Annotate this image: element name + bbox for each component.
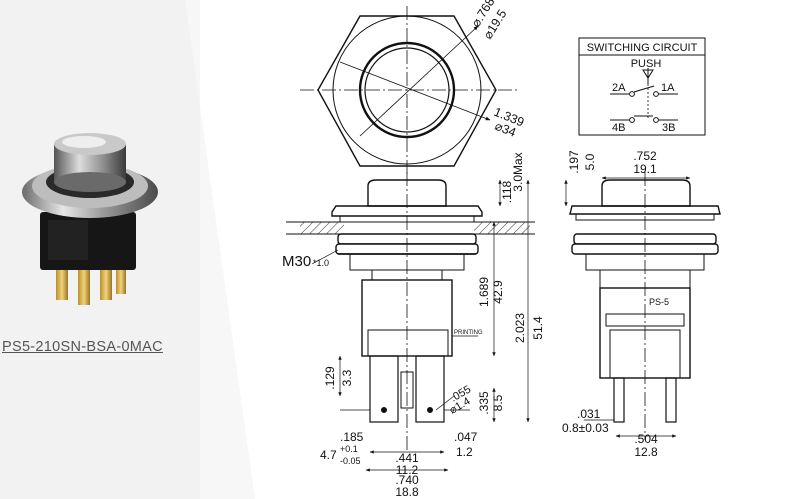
side-view <box>564 172 721 440</box>
dim-50: 5.0 <box>583 153 597 170</box>
dim-33: 3.3 <box>340 369 354 386</box>
button-shape <box>367 179 447 207</box>
dim-740: .740 <box>395 473 419 487</box>
ps5-label: PS-5 <box>649 297 669 307</box>
dim-752: .752 <box>633 149 657 163</box>
thread-label: M30 <box>282 253 311 270</box>
dim-441: .441 <box>395 451 419 465</box>
dim-08: 0.8±0.03 <box>562 421 609 435</box>
dim-514: 51.4 <box>531 316 545 340</box>
front-view <box>286 172 535 472</box>
dim-129: .129 <box>323 366 337 390</box>
panel-hatch-left <box>300 222 344 234</box>
dim-047: .047 <box>454 430 478 444</box>
dim-188: 18.8 <box>395 485 419 499</box>
dim-191: 19.1 <box>633 162 657 176</box>
part-number-link[interactable]: PS5-210SN-BSA-0MAC <box>2 339 163 355</box>
dim-2023: 2.023 <box>513 313 527 343</box>
switching-circuit-box <box>578 37 706 136</box>
dim-031: .031 <box>577 407 601 421</box>
dim-47: 4.7 <box>320 448 337 462</box>
terminal-2a: 2A <box>612 82 626 94</box>
dim-112: 11.2 <box>396 463 419 477</box>
dim-3max: 3.0Max <box>511 152 525 191</box>
circuit-action: PUSH <box>631 58 662 70</box>
dim-118: .118 <box>500 180 514 203</box>
terminal-1a: 1A <box>661 82 675 94</box>
terminal-4b: 4B <box>612 122 625 134</box>
dim-335: .335 <box>477 391 491 415</box>
dim-47-tol-minus: -0.05 <box>340 456 361 466</box>
dim-1689: 1.689 <box>477 277 491 307</box>
panel-hatch-right <box>474 222 530 234</box>
dim-12: 1.2 <box>456 445 473 459</box>
dim-47-tol-plus: +0.1 <box>340 444 358 454</box>
outer-diameter-leader <box>339 61 491 121</box>
dim-185: .185 <box>340 430 364 444</box>
dim-197: .197 <box>567 150 581 174</box>
dim-85: 8.5 <box>491 394 505 411</box>
background-wedge <box>185 0 255 499</box>
product-photo <box>22 133 158 305</box>
dim-429: 42.9 <box>491 280 505 304</box>
bezel-shape <box>331 205 483 217</box>
dim-128: 12.8 <box>634 445 658 459</box>
printing-label: PRINTING <box>454 330 483 336</box>
terminal-3b: 3B <box>662 122 675 134</box>
dim-504: .504 <box>634 432 658 446</box>
circuit-title: SWITCHING CIRCUIT <box>587 42 698 54</box>
inner-diameter-leader <box>359 25 479 137</box>
thread-pitch: *1.0 <box>313 258 329 268</box>
top-view <box>300 6 520 176</box>
